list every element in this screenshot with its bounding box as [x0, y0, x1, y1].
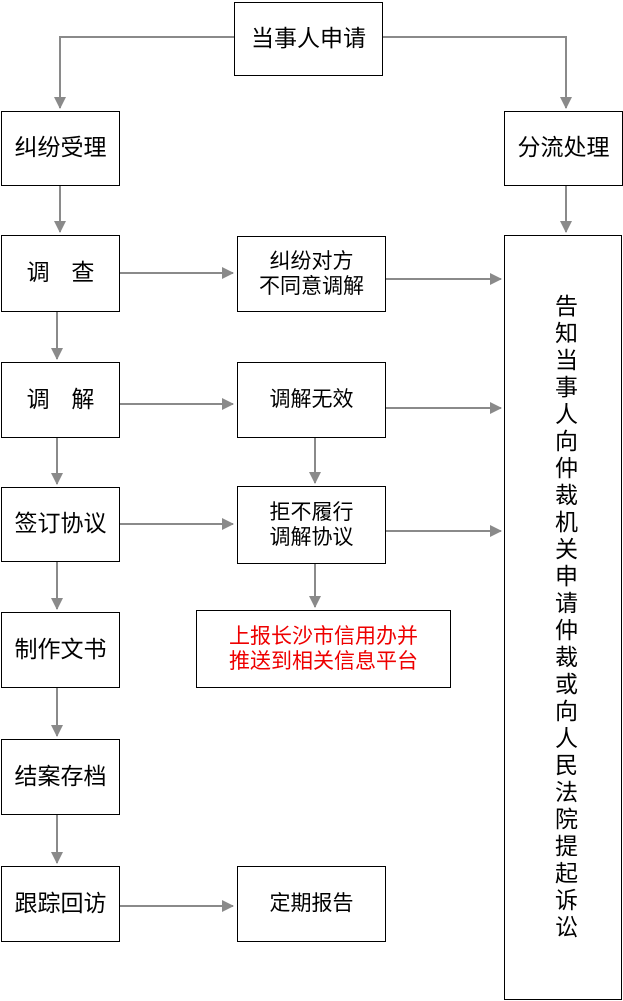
node-mediate-label: 调解: [26, 386, 117, 413]
node-report-credit-line2: 推送到相关信息平台: [229, 649, 418, 673]
node-disagree: 纠纷对方 不同意调解: [237, 236, 386, 312]
node-accept: 纠纷受理: [1, 111, 120, 186]
arrow-apply-to-accept: [54, 36, 234, 109]
node-regular-report-label: 定期报告: [269, 891, 354, 916]
node-investigate: 调查: [1, 235, 120, 312]
node-sign: 签订协议: [1, 487, 120, 562]
node-invalid: 调解无效: [237, 362, 386, 438]
node-refuse: 拒不履行 调解协议: [237, 486, 386, 564]
node-apply-label: 当事人申请: [251, 25, 366, 52]
node-accept-label: 纠纷受理: [14, 135, 107, 162]
node-divert: 分流处理: [504, 111, 623, 186]
arrow-apply-to-divert: [383, 36, 572, 109]
node-refuse-line2: 调解协议: [269, 525, 354, 549]
node-refuse-line1: 拒不履行: [269, 499, 354, 524]
node-regular-report: 定期报告: [237, 866, 386, 942]
node-invalid-label: 调解无效: [269, 387, 354, 412]
node-disagree-line2: 不同意调解: [259, 274, 364, 298]
node-document-label: 制作文书: [14, 636, 107, 663]
node-report-credit-line1: 上报长沙市信用办并: [229, 623, 418, 648]
node-investigate-label: 调查: [26, 260, 117, 287]
node-notify-label: 告知当事人向仲裁机关申请仲裁或向人民法院提起诉讼: [550, 293, 577, 942]
node-document: 制作文书: [1, 612, 120, 688]
node-apply: 当事人申请: [234, 2, 383, 76]
node-sign-label: 签订协议: [14, 511, 107, 538]
node-close-case: 结案存档: [1, 739, 120, 815]
node-report-credit: 上报长沙市信用办并 推送到相关信息平台: [196, 610, 451, 688]
node-followup: 跟踪回访: [1, 866, 120, 942]
node-divert-label: 分流处理: [517, 135, 610, 162]
node-disagree-line1: 纠纷对方: [269, 248, 354, 273]
node-mediate: 调解: [1, 362, 120, 438]
node-followup-label: 跟踪回访: [14, 890, 107, 917]
node-close-case-label: 结案存档: [14, 763, 107, 790]
node-notify: 告知当事人向仲裁机关申请仲裁或向人民法院提起诉讼: [504, 235, 622, 1000]
